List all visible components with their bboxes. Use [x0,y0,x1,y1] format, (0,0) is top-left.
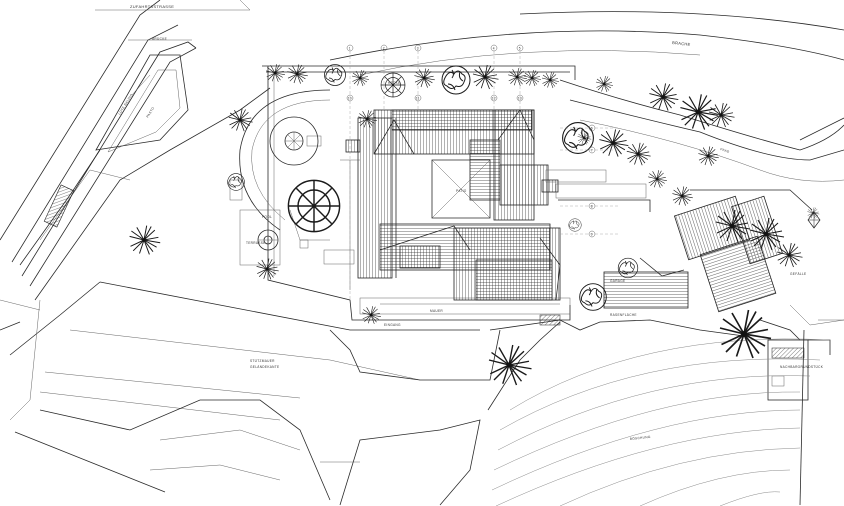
label-lower-slope: BÖSCHUNG [630,435,651,441]
label-hedge: HECKE [388,81,400,85]
svg-text:5: 5 [519,46,521,50]
label-patio: PATIO [456,189,467,193]
marker-3: 3 [414,44,422,52]
svg-text:10: 10 [348,96,352,100]
label-lower-text-2: GELÄNDEKANTE [250,365,279,369]
main-house [340,109,571,326]
label-left-field-2: PASTO [145,106,155,118]
label-slope-right: GEFÄLLE [790,272,806,276]
marker-2: 2 [380,44,388,52]
grid-axis-lines [349,51,620,300]
svg-text:1: 1 [349,46,351,50]
label-east-lot: NACHBARGRUNDSTÜCK [780,365,824,369]
left-field-strips [0,54,271,311]
slope-contours [487,319,844,506]
label-south-lawn: RASENFLÄCHE [610,313,637,317]
label-garage: GARAGE [610,279,625,283]
east-buildings [545,169,844,401]
svg-text:12: 12 [492,96,496,100]
north-arrow-icon [807,211,821,229]
circular-driveway [229,89,355,266]
label-wall: MAUER [430,309,443,313]
label-pool: POOL [262,215,272,219]
svg-text:7: 7 [591,148,593,152]
svg-text:13: 13 [518,96,522,100]
svg-text:6: 6 [591,126,593,130]
marker-5: 5 [516,44,524,52]
label-north-path: PFAD [720,147,731,154]
label-top-right: BRACHE [672,40,691,47]
svg-text:8: 8 [591,204,593,208]
property-boundary [0,0,251,287]
svg-text:3: 3 [417,46,419,50]
marker-4: 4 [490,44,498,52]
label-top-street: ZUFAHRTSSTRASSE [130,4,174,9]
marker-1: 1 [346,44,354,52]
label-left-field-3: BRÜCKE [152,37,167,41]
svg-text:9: 9 [591,232,593,236]
label-terrace: TERRASSE [246,241,266,245]
label-entrance: EINGANG [384,323,401,327]
svg-text:4: 4 [493,46,495,50]
north-curves [329,11,844,182]
label-left-field: LOTE BALDIO [117,93,133,116]
svg-text:2: 2 [383,46,385,50]
label-lower-text: STÜTZMAUER [250,359,275,363]
lower-left-terraces [0,281,501,506]
svg-text:11: 11 [416,96,420,100]
